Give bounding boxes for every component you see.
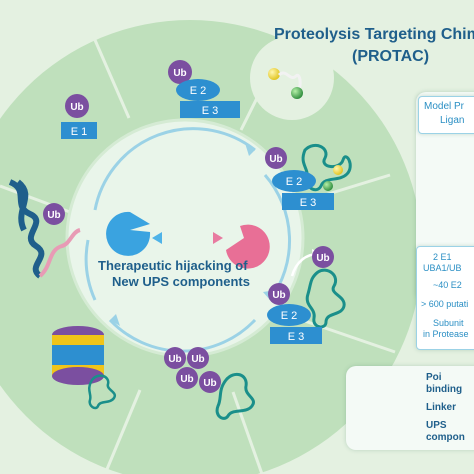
e3-box-right2 [270, 327, 322, 344]
degraded-peptides [88, 374, 117, 410]
model-title-line1: Model Pr [424, 101, 465, 112]
ub-label-transferred: Ub [316, 253, 329, 264]
substrate-protein-poly [215, 372, 255, 420]
substrate-ups-ball [323, 181, 333, 191]
legend-poi-line1: Poi [426, 372, 442, 383]
ups-stats-panel [416, 246, 474, 350]
ub-label-e1: Ub [70, 102, 83, 113]
legend-linker-label: Linker [426, 402, 457, 413]
e2-label-right2: E 2 [281, 310, 298, 322]
e1-label: E 1 [71, 126, 88, 138]
poi-binder-shape [106, 211, 151, 256]
protac-poi-ball [268, 68, 280, 80]
model-title-line2: Ligan [440, 115, 465, 126]
e2-ellipse-right2 [267, 304, 311, 326]
page-title-line2: (PROTAC) [352, 48, 430, 65]
e3-box-right1 [282, 193, 334, 210]
protac-ups-ball [291, 87, 303, 99]
ub-circle-transferred [312, 246, 334, 268]
e3-label-right2: E 3 [288, 331, 305, 343]
target-protein-tail [38, 228, 81, 278]
double-arrow-right-head [213, 232, 223, 244]
e3-binder-shape [226, 224, 270, 269]
ub-label-poly2: Ub [191, 354, 204, 365]
legend-ups-line1: UPS [426, 420, 447, 431]
stats-line6: in Protease [423, 329, 469, 339]
target-protein-ribbon [8, 179, 45, 279]
ub-circle-right1 [265, 147, 287, 169]
ub-label-left: Ub [47, 210, 60, 221]
e2-ellipse-top [176, 79, 220, 101]
legend-panel [346, 366, 474, 450]
stats-line5: Subunit [433, 318, 464, 328]
ub-label-poly1: Ub [168, 354, 181, 365]
e3-box-top [180, 101, 240, 118]
stats-line4: > 600 putati [421, 299, 469, 309]
ub-circle-top [168, 60, 192, 84]
e2-label-right1: E 2 [286, 176, 303, 188]
center-label-line1: Therapeutic hijacking of [98, 258, 248, 273]
ub-label-right1: Ub [269, 154, 282, 165]
double-arrow-left-head [152, 232, 162, 244]
e2-ellipse-right1 [272, 170, 316, 192]
model-protein-title-box [418, 96, 474, 134]
e1-box [61, 122, 97, 139]
ub-circle-left [43, 203, 65, 225]
ub-label-top: Ub [173, 68, 186, 79]
stats-line1: 2 E1 [433, 252, 452, 262]
stats-line3: ~40 E2 [433, 280, 462, 290]
ub-label-poly3: Ub [180, 374, 193, 385]
protac-linker [277, 71, 302, 92]
legend-poi-line2: binding [426, 384, 463, 395]
stats-line2: UBA1/UB [423, 263, 462, 273]
ub-circle-right2 [268, 283, 290, 305]
e2-label-top: E 2 [190, 85, 207, 97]
substrate-poi-ball [333, 165, 343, 175]
substrate-protein-right2 [305, 268, 346, 329]
ub-label-poly4: Ub [203, 378, 216, 389]
legend-ups-line2: compon [426, 432, 465, 443]
center-label-line2: New UPS components [112, 274, 250, 289]
e3-label-top: E 3 [202, 105, 219, 117]
ub-circle-e1 [65, 94, 89, 118]
e3-label-right1: E 3 [300, 197, 317, 209]
poly-ub-chain [164, 347, 221, 393]
page-title-line1: Proteolysis Targeting Chim [274, 26, 474, 43]
ub-label-right2: Ub [272, 290, 285, 301]
